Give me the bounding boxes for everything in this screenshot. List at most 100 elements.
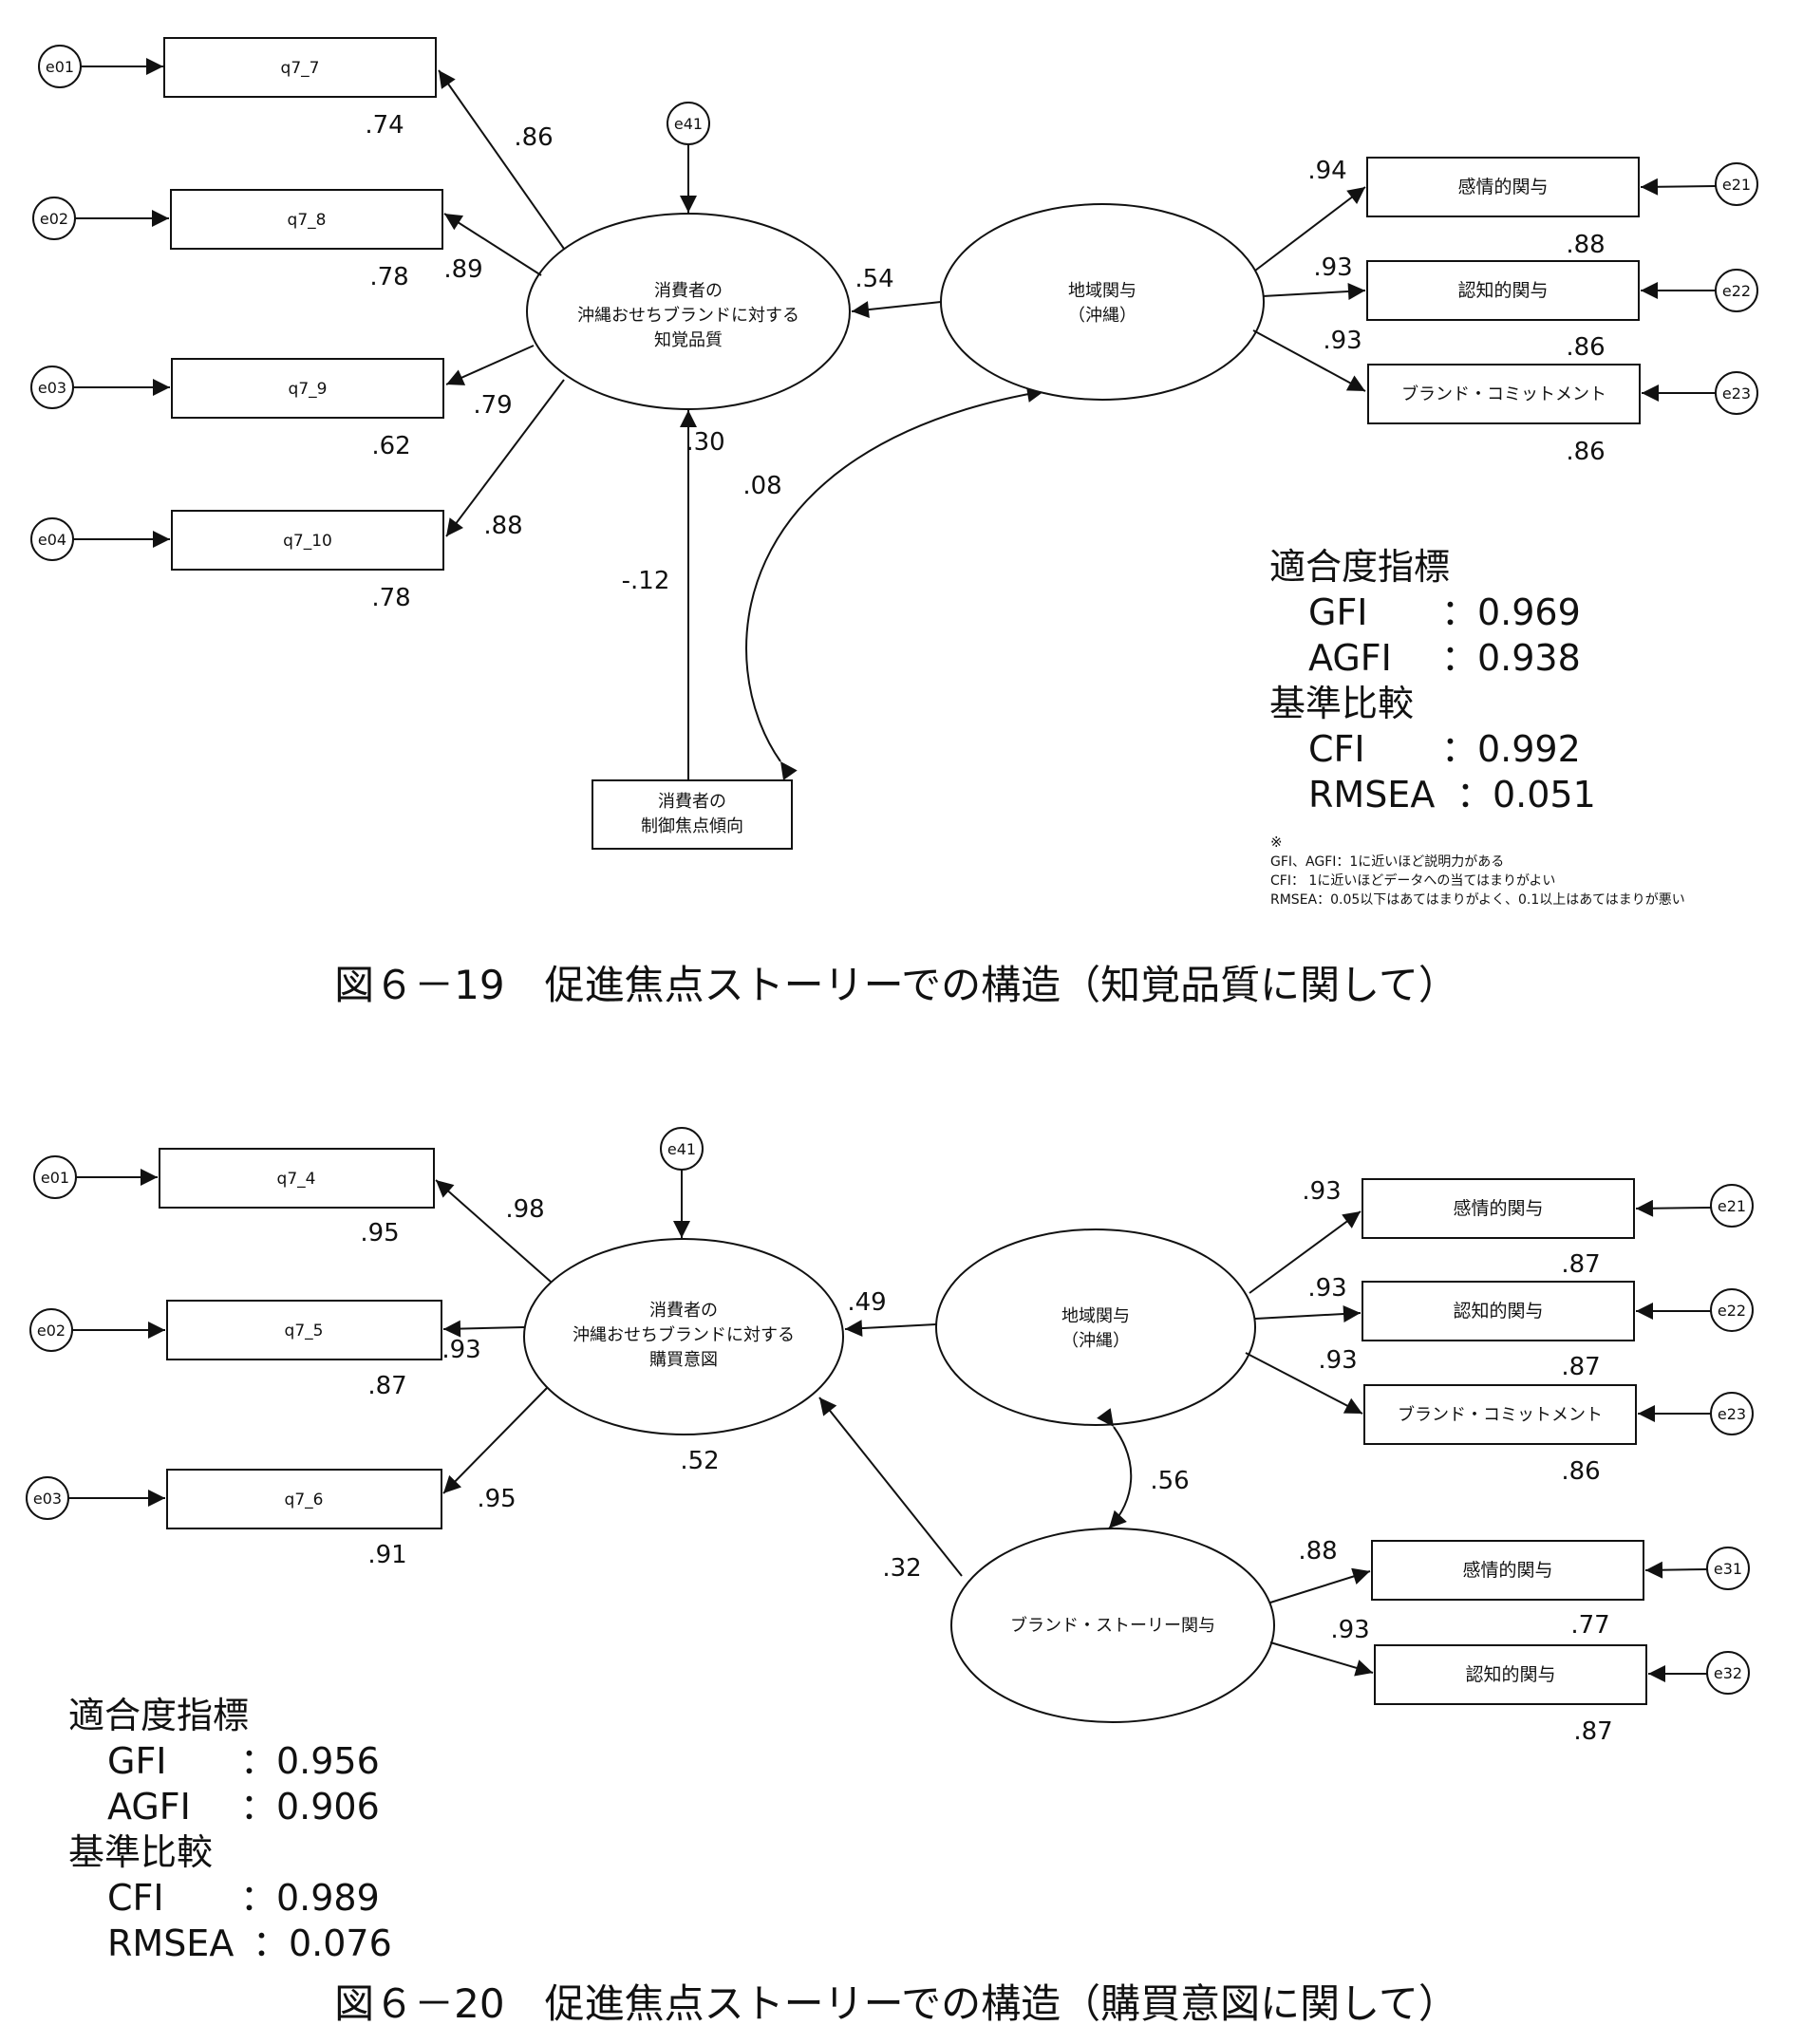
- loading-arrow: [438, 69, 565, 250]
- fit-label: AGFI: [1308, 637, 1392, 679]
- indicator-box-q7_6: [166, 1469, 442, 1529]
- r2-value: .86: [1566, 333, 1605, 362]
- error-circle-e21: [1715, 162, 1758, 206]
- error-label: e31: [1714, 1560, 1742, 1578]
- loading-arrow: [442, 1320, 525, 1338]
- r2-value: .62: [371, 432, 410, 460]
- path-value-story: .32: [882, 1554, 921, 1583]
- error-label: e01: [46, 58, 74, 76]
- indicator-label: 感情的関与: [1453, 1198, 1543, 1219]
- latent-label-line: 地域関与: [1068, 281, 1136, 301]
- indicator-label: q7_5: [285, 1322, 324, 1341]
- error-label: e22: [1718, 1302, 1746, 1320]
- latent-label-line: 知覚品質: [654, 330, 723, 350]
- covariance-value: .08: [742, 472, 781, 500]
- indicator-label: 感情的関与: [1462, 1560, 1552, 1581]
- figure-6-19: e01 q7_7 e02 q7_8 e03 q7_9 e04 q7_10 .74…: [30, 37, 1758, 1008]
- error-label: e02: [40, 210, 68, 228]
- loading-value: .93: [1302, 1177, 1341, 1206]
- region-to-quality-arrow: [851, 301, 942, 319]
- loading-value: .89: [443, 255, 482, 284]
- loading-value: .79: [473, 391, 512, 420]
- loading-arrow: [443, 213, 542, 276]
- loading-arrow: [442, 1387, 548, 1494]
- fit-label: GFI: [1308, 591, 1368, 633]
- control-focus-box: [592, 779, 793, 850]
- loading-arrow: [1269, 1567, 1371, 1603]
- fit-label: AGFI: [107, 1786, 191, 1828]
- fit-value: ：0.938: [1441, 637, 1581, 679]
- error-circle-e21: [1710, 1184, 1754, 1228]
- indicator-label: q7_9: [289, 380, 328, 399]
- fit-value: ：0.992: [1441, 728, 1581, 770]
- base-title: 基準比較: [68, 1831, 213, 1873]
- r2-center-value: .52: [680, 1447, 719, 1475]
- error-label: e23: [1718, 1405, 1746, 1423]
- error-label: e04: [38, 531, 66, 549]
- indicator-box-q7_8: [170, 189, 443, 250]
- latent-brand-story-involvement: [950, 1528, 1275, 1723]
- indicator-box-affective: [1362, 1178, 1635, 1239]
- loading-value: .93: [1323, 327, 1362, 355]
- r2-value: .87: [1561, 1353, 1600, 1381]
- loading-value: .88: [483, 512, 522, 540]
- loading-value: .93: [1318, 1346, 1357, 1375]
- indicator-box-cognitive: [1366, 260, 1640, 321]
- indicator-box-story-affective: [1371, 1540, 1644, 1601]
- error-label: e32: [1714, 1664, 1742, 1682]
- control-box-label-line: 消費者の: [658, 792, 726, 812]
- latent-label-line: 沖縄おせちブランドに対する: [573, 1324, 795, 1345]
- indicator-box-story-cognitive: [1374, 1644, 1647, 1705]
- base-title: 基準比較: [1269, 683, 1414, 724]
- indicator-box-commitment: [1367, 364, 1641, 424]
- loading-arrow: [1245, 1352, 1363, 1415]
- loading-arrow: [1254, 1304, 1362, 1322]
- indicator-label: 認知的関与: [1457, 280, 1548, 301]
- indicator-box-commitment: [1363, 1384, 1637, 1445]
- fit-indices-20: 適合度指標 GFI ：0.956 AGFI ：0.906 基準比較 CFI ：0…: [68, 1695, 392, 1964]
- error-label: e21: [1718, 1197, 1746, 1215]
- error-circle-e31: [1706, 1547, 1750, 1590]
- latent-label-line: ブランド・ストーリー関与: [1010, 1615, 1215, 1636]
- indicator-label: 感情的関与: [1457, 177, 1548, 197]
- indicator-box-q7_10: [171, 510, 444, 571]
- fit-value: ：0.906: [240, 1786, 380, 1828]
- loading-arrow: [1249, 1210, 1362, 1294]
- loading-value: .88: [1298, 1537, 1337, 1566]
- error-label: e41: [667, 1140, 696, 1158]
- fit-indices-19: 適合度指標 GFI ：0.969 AGFI ：0.938 基準比較 CFI ：0…: [1269, 546, 1685, 908]
- loading-arrow: [1269, 1641, 1374, 1677]
- r2-value: .77: [1570, 1611, 1609, 1640]
- loading-value: .93: [1313, 253, 1352, 282]
- fit-value: ：0.989: [240, 1877, 380, 1919]
- r2-value: .95: [360, 1219, 399, 1247]
- indicator-box-q7_7: [163, 37, 437, 98]
- covariance-curve: [1097, 1408, 1133, 1529]
- indicator-label: q7_4: [277, 1170, 316, 1189]
- r2-value: .86: [1561, 1457, 1600, 1486]
- latent-label-line: 購買意図: [649, 1350, 718, 1370]
- indicator-box-q7_9: [171, 358, 444, 419]
- r2-value: .91: [367, 1541, 406, 1569]
- latent-label-line: 消費者の: [654, 281, 723, 301]
- loading-value: .93: [1330, 1616, 1369, 1644]
- error-label: e03: [33, 1490, 62, 1508]
- indicator-label: 認知的関与: [1465, 1664, 1555, 1685]
- r2-value: .87: [1561, 1250, 1600, 1279]
- error-arrow: [1640, 178, 1717, 196]
- fit-title: 適合度指標: [1269, 546, 1450, 588]
- fit-label: RMSEA: [1308, 774, 1435, 816]
- loading-value: .94: [1307, 157, 1346, 185]
- loading-arrow: [435, 1179, 552, 1283]
- indicator-label: q7_6: [285, 1491, 324, 1510]
- latent-label-line: 消費者の: [649, 1301, 718, 1321]
- r2-center-value: .30: [686, 428, 724, 457]
- story-to-intention-arrow: [818, 1397, 963, 1577]
- figure-caption: 図６－19 促進焦点ストーリーでの構造（知覚品質に関して）: [334, 962, 1458, 1008]
- r2-value: .78: [369, 263, 408, 291]
- latent-region-involvement: [935, 1228, 1256, 1426]
- indicator-box-affective: [1366, 157, 1640, 217]
- loading-value: .95: [477, 1485, 516, 1513]
- latent-label-line: 地域関与: [1061, 1306, 1130, 1326]
